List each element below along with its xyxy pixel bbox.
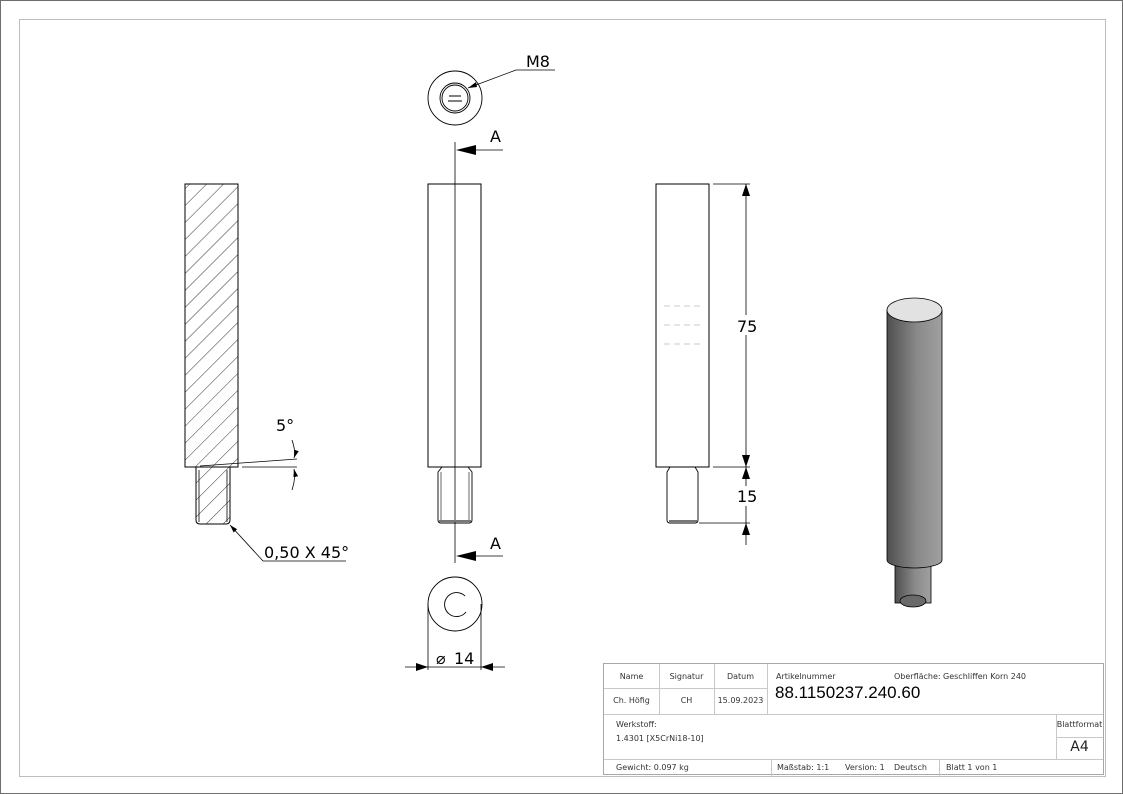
article-number-label: Artikelnummer bbox=[776, 672, 836, 681]
signature-header: Signatur bbox=[669, 672, 704, 681]
date-value: 15.09.2023 bbox=[717, 696, 764, 705]
isometric-view bbox=[886, 297, 943, 608]
top-view: M8 bbox=[427, 52, 555, 126]
angle-label: 5° bbox=[276, 416, 294, 435]
material-label: Werkstoff: bbox=[616, 720, 657, 729]
section-view: 5° 0,50 X 45° bbox=[184, 183, 349, 562]
material-value: 1.4301 [X5CrNi18-10] bbox=[616, 734, 704, 743]
drawing-frame bbox=[19, 19, 1106, 777]
chamfer-label: 0,50 X 45° bbox=[264, 543, 349, 562]
section-label-bottom: A bbox=[490, 534, 501, 553]
sheet-format-value: A4 bbox=[1070, 739, 1089, 755]
thread-label: M8 bbox=[526, 52, 550, 71]
language: Deutsch bbox=[894, 763, 927, 772]
date-header: Datum bbox=[726, 672, 755, 681]
surface-value: Geschliffen Korn 240 bbox=[943, 672, 1027, 681]
version: Version: 1 bbox=[845, 763, 885, 772]
length-main-label: 75 bbox=[737, 317, 757, 336]
article-number: 88.1150237.240.60 bbox=[775, 683, 921, 702]
name-value: Ch. Höfig bbox=[613, 696, 650, 705]
scale: Maßstab: 1:1 bbox=[777, 763, 830, 772]
name-header: Name bbox=[619, 672, 644, 681]
sheet-number: Blatt 1 von 1 bbox=[946, 763, 998, 772]
side-view: 75 15 bbox=[655, 183, 757, 545]
sheet-format-label: Blattformat bbox=[1056, 720, 1103, 729]
surface-label: Oberfläche: bbox=[894, 672, 941, 681]
diameter-symbol: ⌀ bbox=[436, 649, 446, 668]
title-block: Name Signatur Datum Ch. Höfig CH 15.09.2… bbox=[603, 663, 1104, 776]
weight: Gewicht: 0.097 kg bbox=[616, 763, 689, 772]
diameter-label: 14 bbox=[454, 649, 474, 668]
front-view: A A bbox=[427, 127, 503, 563]
section-label-top: A bbox=[490, 127, 501, 146]
signature-value: CH bbox=[680, 696, 693, 705]
bottom-view: ⌀ 14 bbox=[405, 576, 505, 671]
length-thread-label: 15 bbox=[737, 487, 757, 506]
